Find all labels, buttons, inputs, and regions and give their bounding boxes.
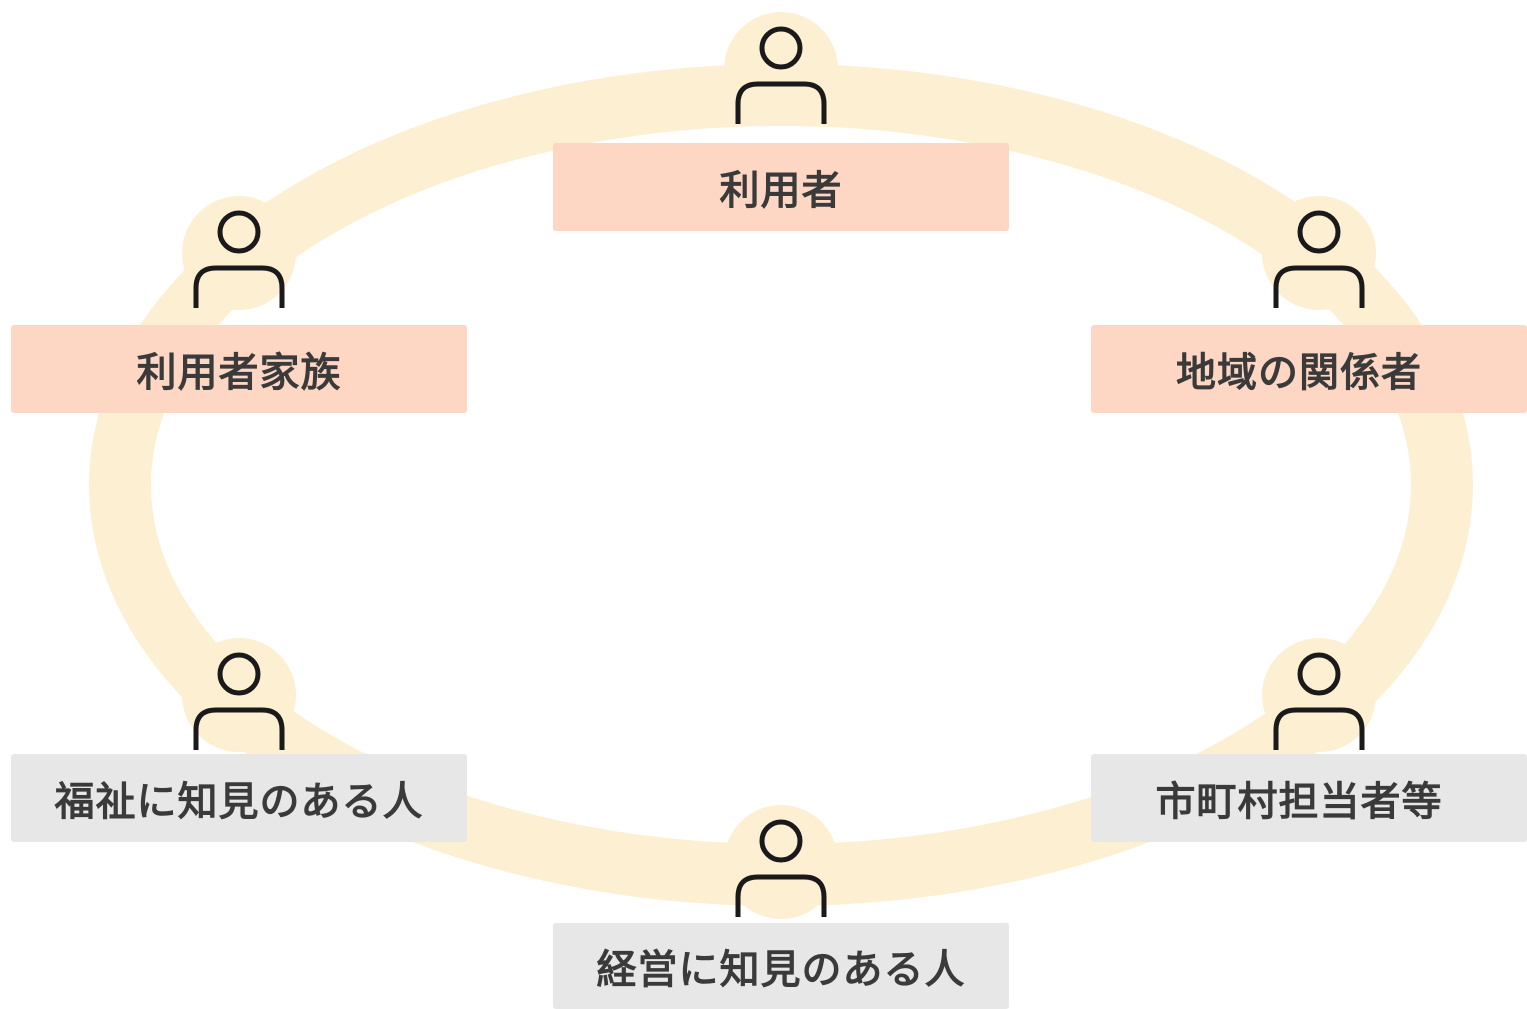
person-icon (1262, 638, 1376, 752)
node-label: 利用者 (553, 143, 1009, 231)
node-label: 経営に知見のある人 (553, 923, 1009, 1009)
person-icon (1262, 196, 1376, 310)
person-icon (724, 12, 838, 126)
person-icon (182, 196, 296, 310)
node-label: 市町村担当者等 (1091, 754, 1527, 842)
node-label: 福祉に知見のある人 (11, 754, 467, 842)
node-label: 地域の関係者 (1091, 325, 1527, 413)
person-icon (182, 638, 296, 752)
person-icon (724, 805, 838, 919)
node-label: 利用者家族 (11, 325, 467, 413)
